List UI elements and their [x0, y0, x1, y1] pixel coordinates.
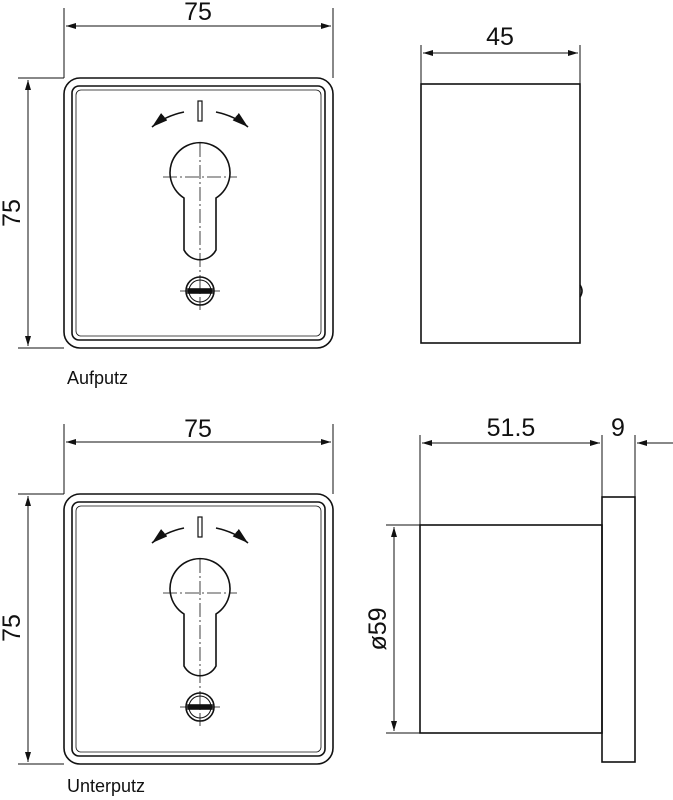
dim-width-75: 75	[184, 0, 212, 26]
flange	[601, 496, 636, 763]
arrow-right-icon	[215, 111, 249, 128]
side-view-unterputz	[386, 435, 673, 763]
label-aufputz: Aufputz	[67, 368, 129, 388]
arrow-left-icon	[151, 111, 185, 128]
cover-plate-inner	[75, 89, 322, 337]
arrow-right-icon	[215, 527, 249, 544]
arrow-left-icon	[151, 527, 185, 544]
extension-line	[63, 8, 334, 78]
extension-line	[18, 77, 64, 349]
housing-outer	[63, 77, 334, 349]
front-view-unterputz	[18, 424, 334, 765]
side-view-aufputz	[420, 45, 583, 344]
extension-line	[63, 424, 334, 494]
label-unterputz: Unterputz	[67, 776, 146, 796]
dim-51-5: 51.5	[487, 414, 536, 442]
dim-9: 9	[611, 414, 625, 442]
cover-plate-inner	[75, 505, 322, 753]
front-view-aufputz	[18, 8, 334, 349]
housing-side	[420, 83, 581, 344]
keyhole-icon	[169, 141, 231, 261]
housing-outer	[63, 493, 334, 765]
dim-height-75: 75	[0, 614, 26, 642]
flush-body	[419, 524, 603, 734]
dim-diameter-59: ø59	[364, 607, 392, 650]
dim-45: 45	[486, 23, 514, 51]
keyhole-icon	[169, 557, 231, 677]
position-mark-icon	[197, 100, 203, 122]
cover-plate	[71, 85, 326, 341]
dim-width-75: 75	[184, 415, 212, 443]
position-mark-icon	[197, 516, 203, 538]
dim-height-75: 75	[0, 199, 26, 227]
extension-line	[18, 493, 64, 765]
knob	[579, 284, 583, 298]
cover-plate	[71, 501, 326, 757]
